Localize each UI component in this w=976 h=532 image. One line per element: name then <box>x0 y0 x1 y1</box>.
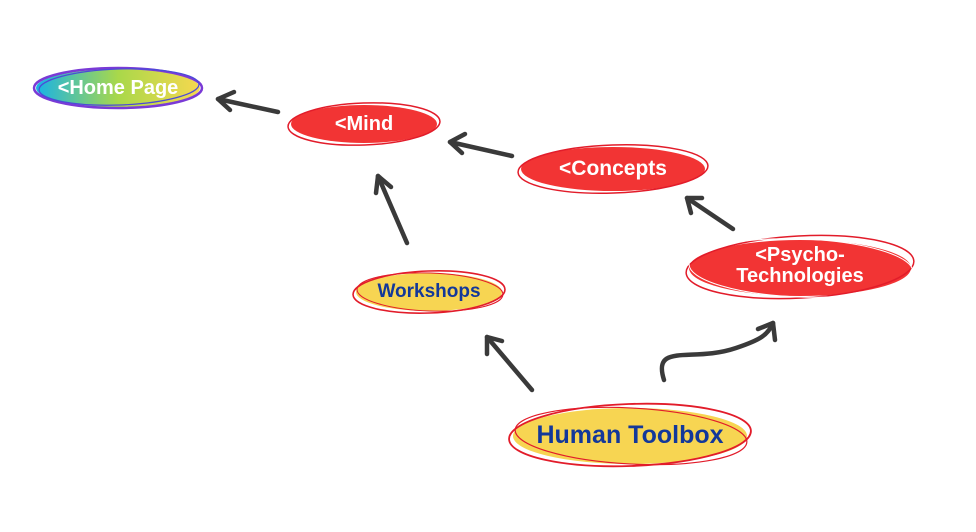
arrow-workshops-to-mind <box>373 173 410 246</box>
mind-ellipse <box>287 102 441 146</box>
mind-node[interactable]: <Mind <box>287 102 441 146</box>
arrow-concepts-to-mind <box>447 131 515 159</box>
workshops-ellipse <box>352 270 506 314</box>
psycho-technologies-ellipse <box>685 234 915 300</box>
human-toolbox-node[interactable]: Human Toolbox <box>507 401 753 469</box>
workshops-node[interactable]: Workshops <box>352 270 506 314</box>
arrow-psycho-to-concepts <box>684 195 736 232</box>
psycho-technologies-label: <Psycho- Technologies <box>736 244 864 287</box>
human-toolbox-ellipse <box>508 402 752 468</box>
psycho-technologies-node[interactable]: <Psycho- Technologies <box>684 232 916 300</box>
arrow-toolbox-to-psycho <box>659 320 778 383</box>
concepts-node[interactable]: <Concepts <box>517 144 709 194</box>
home-page-ellipse <box>32 66 204 110</box>
arrow-toolbox-to-workshops <box>484 334 535 393</box>
concepts-label: <Concepts <box>559 156 667 180</box>
concepts-ellipse <box>517 144 709 194</box>
mind-label: <Mind <box>334 112 394 135</box>
workshops-label: Workshops <box>377 281 481 303</box>
home-page-label: <Home Page <box>57 76 179 99</box>
human-toolbox-label: Human Toolbox <box>536 420 724 449</box>
home-page-node[interactable]: <Home Page <box>32 66 204 110</box>
arrow-mind-to-home <box>215 89 281 115</box>
